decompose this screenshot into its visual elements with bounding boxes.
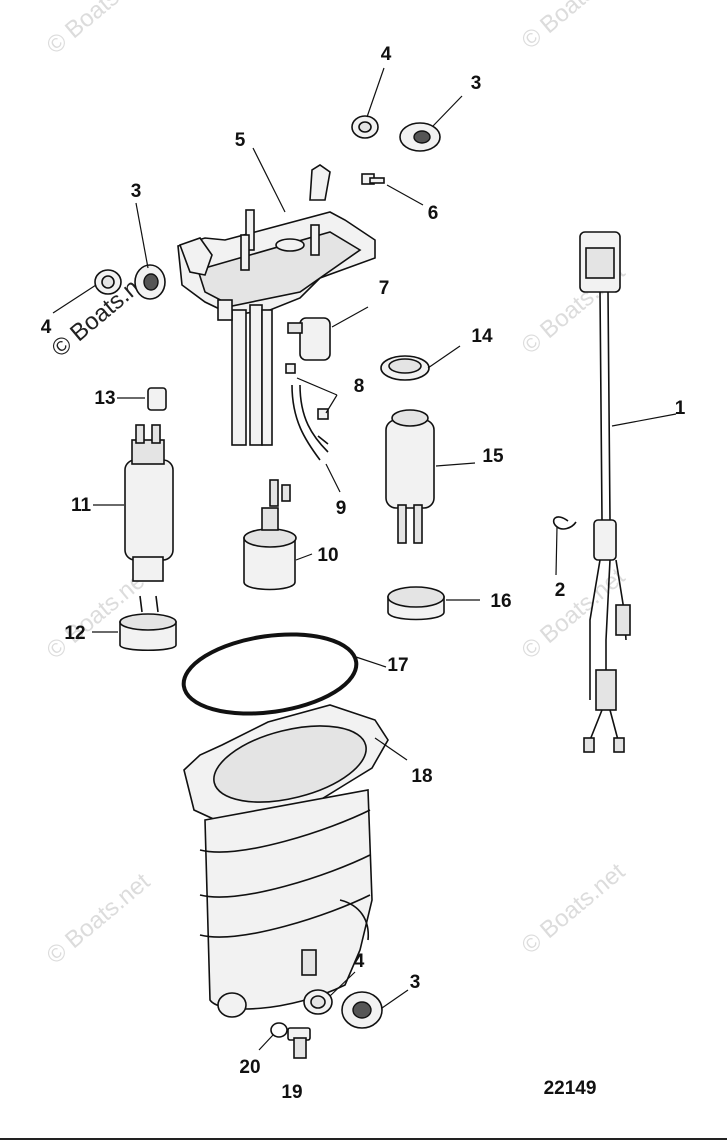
watermark-top-left: © Boats.net <box>42 0 156 60</box>
part-16-filter-cup <box>387 586 445 621</box>
callout-3-left: 3 <box>131 181 142 202</box>
callout-12: 12 <box>64 623 85 644</box>
part-20-washer <box>270 1022 288 1038</box>
callout-14: 14 <box>471 326 493 347</box>
diagram-reference-number: 22149 <box>544 1078 597 1099</box>
callout-9: 9 <box>336 498 347 519</box>
watermark-bottom-right: © Boats.net <box>517 858 631 960</box>
part-4-washer-bottom <box>303 989 333 1015</box>
part-3-plug-left <box>134 264 166 300</box>
callout-20: 20 <box>239 1057 260 1078</box>
part-18-housing <box>183 704 389 1018</box>
callout-3: 3 <box>471 73 482 94</box>
callouts: 4 3 5 6 3 4 7 14 8 13 1 15 9 11 10 2 16 … <box>41 44 686 1103</box>
part-10-sender <box>243 479 297 591</box>
callout-7: 7 <box>379 278 390 299</box>
part-1-wiring-harness <box>579 231 631 753</box>
part-14-ring <box>380 355 430 381</box>
callout-18: 18 <box>411 766 432 787</box>
part-8-caps <box>285 363 329 420</box>
callout-2: 2 <box>555 580 566 601</box>
part-4-washer-top <box>351 115 379 139</box>
watermark-bottom-left: © Boats.net <box>42 868 156 970</box>
callout-1: 1 <box>675 398 686 419</box>
part-13-bushing <box>147 387 167 411</box>
callout-3-bottom: 3 <box>410 972 421 993</box>
leader-lines <box>52 67 677 1051</box>
part-7-pressure-regulator <box>287 317 331 361</box>
part-12-filter <box>119 595 177 651</box>
callout-6: 6 <box>428 203 439 224</box>
callout-4-bottom: 4 <box>354 951 365 972</box>
callout-13: 13 <box>94 388 115 409</box>
part-11-fuel-pump <box>124 424 174 582</box>
part-2-clip <box>552 516 577 530</box>
part-17-o-ring <box>181 632 359 716</box>
callout-17: 17 <box>387 655 408 676</box>
watermark-top-right: © Boats.net <box>517 0 631 55</box>
callout-16: 16 <box>490 591 511 612</box>
part-15-fuel-pump <box>385 409 435 544</box>
part-3-plug-top <box>399 122 441 152</box>
part-19-drain-plug <box>287 1027 311 1059</box>
part-9-hose <box>291 384 329 461</box>
callout-15: 15 <box>482 446 504 467</box>
callout-19: 19 <box>281 1082 302 1103</box>
callout-4: 4 <box>381 44 392 65</box>
bottom-rule <box>0 1138 727 1140</box>
callout-5: 5 <box>235 130 246 151</box>
callout-8: 8 <box>354 376 365 397</box>
callout-4-left: 4 <box>41 317 52 338</box>
callout-11: 11 <box>71 495 92 516</box>
part-6-screw <box>361 173 385 185</box>
part-3-plug-bottom <box>341 991 383 1029</box>
watermark-lower-right: © Boats.net <box>517 563 631 665</box>
callout-10: 10 <box>317 545 338 566</box>
part-5-fuel-flange-plate <box>177 164 376 446</box>
part-4-washer-left <box>94 269 122 295</box>
